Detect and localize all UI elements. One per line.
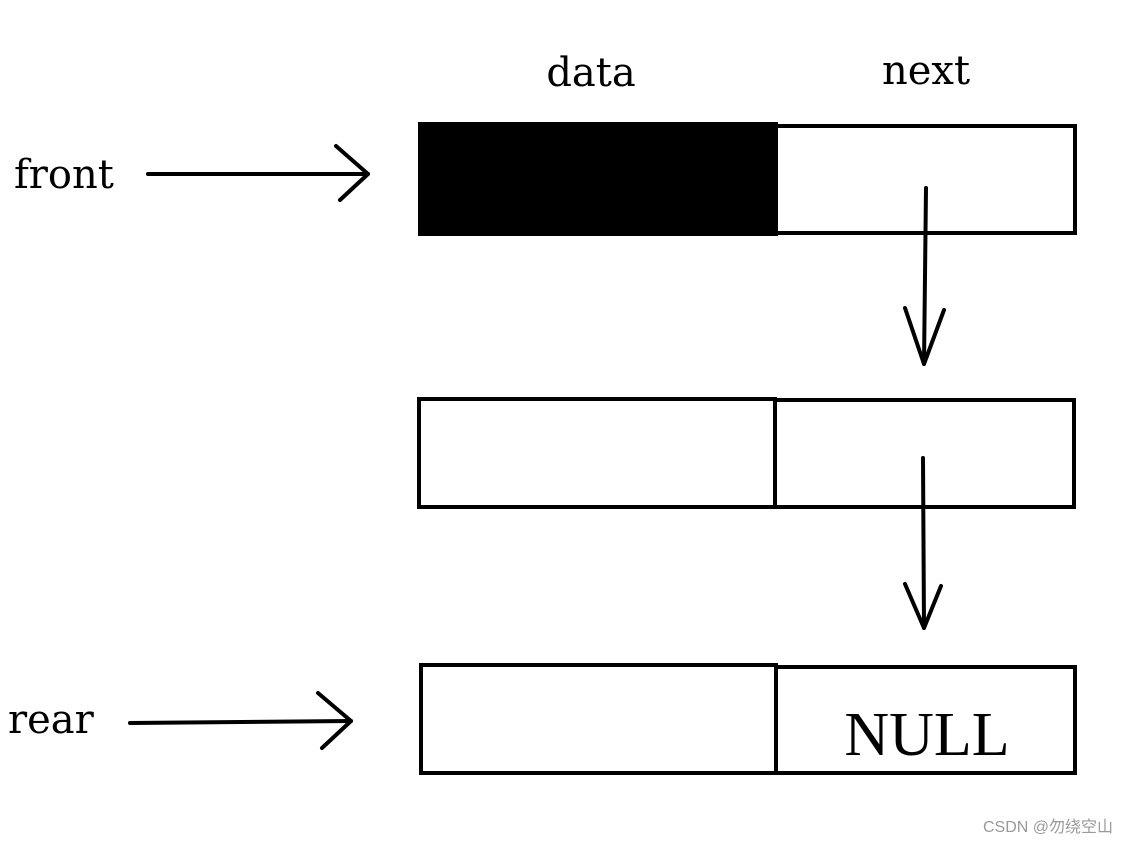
node-3-data-cell xyxy=(419,663,778,775)
rear-label: rear xyxy=(8,697,95,743)
watermark-text: CSDN @勿绕空山 xyxy=(983,818,1113,836)
front-arrow xyxy=(146,144,370,202)
node-3: NULL xyxy=(419,663,1077,775)
node-1 xyxy=(418,122,1077,236)
data-header-label: data xyxy=(546,50,635,96)
null-label: NULL xyxy=(844,701,1009,769)
next-pointer-arrow-1 xyxy=(903,186,946,366)
rear-arrow xyxy=(128,691,353,750)
next-pointer-arrow-2 xyxy=(903,456,943,630)
node-2-data-cell xyxy=(417,397,777,509)
node-2 xyxy=(417,397,1076,509)
node-3-next-cell xyxy=(774,665,1077,775)
front-label: front xyxy=(14,152,114,198)
next-header-label: next xyxy=(882,48,970,94)
node-1-data-cell xyxy=(418,122,778,236)
